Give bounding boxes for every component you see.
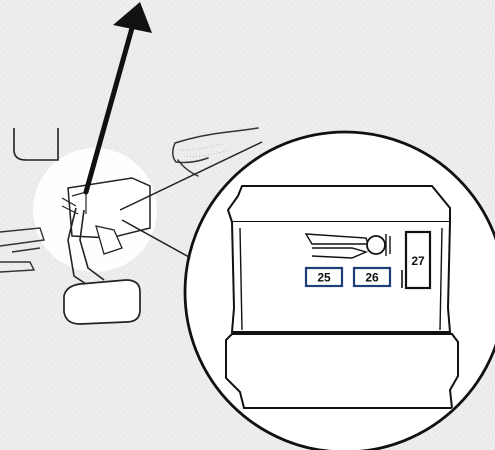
- fuse-27-label: 27: [411, 254, 425, 268]
- fuse-26: 26: [354, 268, 390, 286]
- fuse-25: 25: [306, 268, 342, 286]
- pedal-pad: [64, 280, 140, 324]
- fuse-27: 27: [402, 232, 430, 288]
- fuse-panel-bottom-tab: [226, 334, 458, 408]
- magnified-fuse-panel: 25 26 27: [226, 186, 458, 408]
- fuse-25-label: 25: [317, 271, 331, 285]
- fuse-puller-knob: [367, 236, 385, 254]
- fuse-panel-lid: [228, 186, 450, 222]
- fuse-26-label: 26: [365, 271, 379, 285]
